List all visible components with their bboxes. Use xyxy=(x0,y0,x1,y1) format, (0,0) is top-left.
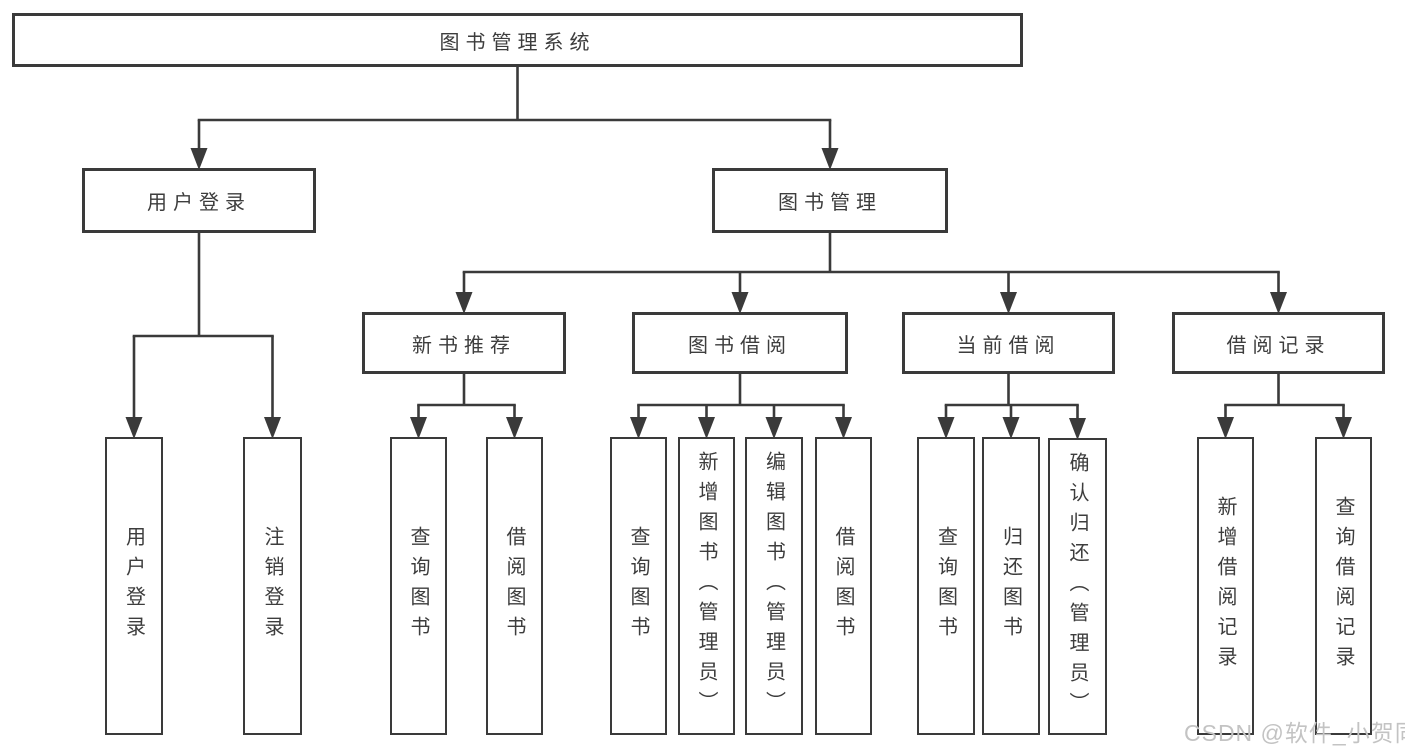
node-leaf-return-book: 归还图书 xyxy=(982,437,1040,735)
node-label-leaf-confirm-return: 确认归还（管理员） xyxy=(1066,451,1088,722)
node-label-leaf-add-book: 新增图书（管理员） xyxy=(695,451,717,721)
node-leaf-query-book-3: 查询图书 xyxy=(917,437,975,735)
node-leaf-user-login: 用户登录 xyxy=(105,437,163,735)
node-root: 图书管理系统 xyxy=(12,13,1023,67)
node-label-book-management: 图书管理 xyxy=(778,192,882,214)
node-book-management: 图书管理 xyxy=(712,168,948,233)
node-leaf-borrow-book-1: 借阅图书 xyxy=(486,437,543,735)
node-label-leaf-logout: 注销登录 xyxy=(261,526,283,646)
node-current-borrow: 当前借阅 xyxy=(902,312,1115,374)
node-leaf-confirm-return: 确认归还（管理员） xyxy=(1048,438,1107,735)
node-label-leaf-query-book-2: 查询图书 xyxy=(627,526,649,646)
node-label-root: 图书管理系统 xyxy=(439,31,596,54)
node-label-leaf-query-book-3: 查询图书 xyxy=(934,526,957,646)
node-borrow-records: 借阅记录 xyxy=(1172,312,1385,374)
node-label-leaf-borrow-book-1: 借阅图书 xyxy=(503,526,525,646)
node-label-leaf-query-book-1: 查询图书 xyxy=(407,526,429,646)
node-label-leaf-add-record: 新增借阅记录 xyxy=(1214,496,1236,676)
node-label-leaf-user-login: 用户登录 xyxy=(122,526,145,646)
watermark-text: CSDN @软件_小贺同学 xyxy=(1184,720,1405,746)
node-leaf-query-record: 查询借阅记录 xyxy=(1315,437,1372,735)
node-leaf-add-book: 新增图书（管理员） xyxy=(678,437,735,735)
node-label-leaf-query-record: 查询借阅记录 xyxy=(1332,496,1354,676)
node-label-leaf-edit-book: 编辑图书（管理员） xyxy=(762,451,785,721)
node-leaf-query-book-1: 查询图书 xyxy=(390,437,447,735)
node-label-leaf-borrow-book-2: 借阅图书 xyxy=(832,526,854,646)
node-label-new-book-recommend: 新书推荐 xyxy=(412,334,516,357)
node-leaf-borrow-book-2: 借阅图书 xyxy=(815,437,872,735)
node-new-book-recommend: 新书推荐 xyxy=(362,312,566,374)
node-leaf-logout: 注销登录 xyxy=(243,437,302,735)
node-leaf-add-record: 新增借阅记录 xyxy=(1197,437,1254,735)
node-leaf-edit-book: 编辑图书（管理员） xyxy=(745,437,803,735)
node-label-leaf-return-book: 归还图书 xyxy=(999,526,1022,646)
node-leaf-query-book-2: 查询图书 xyxy=(610,437,667,735)
node-book-borrow: 图书借阅 xyxy=(632,312,848,374)
node-label-current-borrow: 当前借阅 xyxy=(956,334,1061,357)
node-label-book-borrow: 图书借阅 xyxy=(688,334,792,357)
node-label-user-login: 用户登录 xyxy=(147,192,251,214)
node-user-login: 用户登录 xyxy=(82,168,316,233)
node-label-borrow-records: 借阅记录 xyxy=(1226,334,1331,357)
